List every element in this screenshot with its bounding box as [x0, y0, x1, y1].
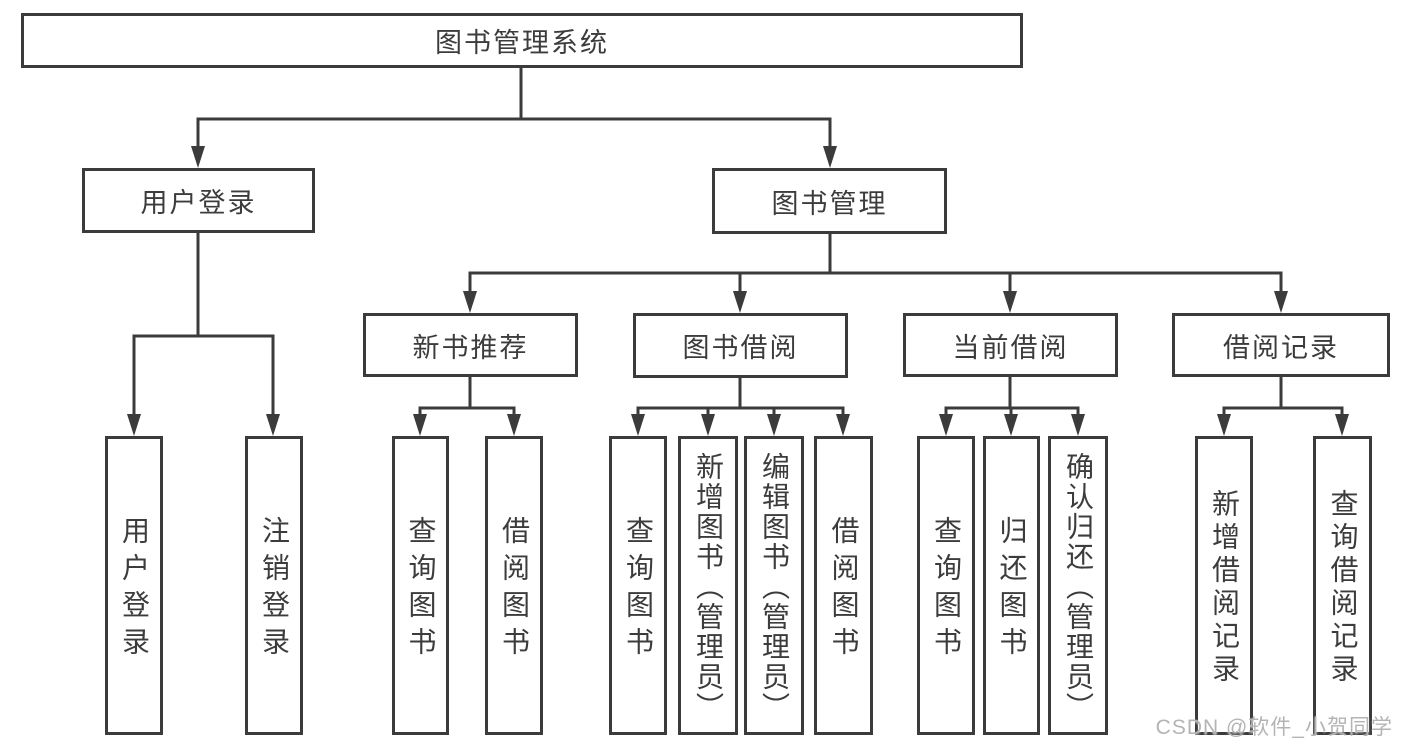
leaf-return-books-label: 归还图书: [996, 516, 1028, 664]
arrow-down-icon: [413, 414, 427, 436]
leaf-borrow-books-1: 借阅图书: [485, 436, 543, 735]
node-borrowing-records: 借阅记录: [1172, 313, 1390, 377]
arrow-down-icon: [1217, 414, 1231, 436]
node-new-book-recommend: 新书推荐: [363, 313, 578, 377]
leaf-return-books: 归还图书: [983, 436, 1040, 735]
node-book-borrowing-label: 图书借阅: [682, 333, 799, 363]
node-new-book-recommend-label: 新书推荐: [412, 332, 529, 363]
arrow-down-icon: [823, 146, 837, 168]
arrow-down-icon: [733, 291, 747, 313]
leaf-logout: 注销登录: [245, 436, 303, 735]
leaf-query-books-3-label: 查询图书: [931, 516, 962, 664]
arrow-down-icon: [266, 414, 280, 436]
leaf-query-books-2: 查询图书: [609, 436, 667, 735]
edge-bookmgmt-split: [468, 271, 1283, 295]
arrow-down-icon: [507, 414, 521, 436]
csdn-watermark: CSDN @软件_小贺同学: [1155, 716, 1393, 739]
node-user-login: 用户登录: [82, 168, 315, 233]
arrow-down-icon: [191, 146, 205, 168]
arrow-down-icon: [631, 414, 645, 436]
leaf-add-books-admin-label: 新增图书（管理员）: [693, 451, 724, 722]
leaf-borrow-books-2: 借阅图书: [814, 436, 873, 735]
arrow-down-icon: [701, 414, 715, 436]
arrow-down-icon: [767, 414, 781, 436]
leaf-confirm-return-admin: 确认归还（管理员）: [1048, 436, 1108, 735]
node-borrowing-records-label: 借阅记录: [1223, 332, 1339, 363]
arrow-down-icon: [1003, 291, 1017, 313]
arrow-down-icon: [1071, 414, 1085, 436]
leaf-add-books-admin: 新增图书（管理员）: [678, 436, 738, 735]
arrow-down-icon: [127, 414, 141, 436]
edge-root-split: [196, 117, 832, 150]
arrow-down-icon: [939, 414, 953, 436]
edge-newbookrec-split: [418, 406, 516, 416]
node-book-management: 图书管理: [712, 168, 947, 234]
node-root-label: 图书管理系统: [435, 28, 609, 58]
edge-lines: [132, 66, 1344, 418]
arrowheads: [127, 146, 1349, 436]
node-book-borrowing: 图书借阅: [633, 313, 848, 378]
leaf-borrow-books-2-label: 借阅图书: [828, 516, 860, 664]
node-user-login-label: 用户登录: [140, 188, 257, 218]
leaf-query-books-1: 查询图书: [392, 436, 449, 735]
node-book-management-label: 图书管理: [771, 188, 888, 219]
leaf-logout-label: 注销登录: [259, 516, 290, 664]
edge-borrowrecord-split: [1222, 406, 1344, 416]
edge-bookborrow-split: [636, 406, 845, 416]
arrow-down-icon: [1335, 414, 1349, 436]
leaf-query-books-1-label: 查询图书: [405, 516, 437, 664]
node-root: 图书管理系统: [21, 13, 1023, 68]
leaf-add-borrow-record-label: 新增借阅记录: [1209, 489, 1240, 687]
leaf-borrow-books-1-label: 借阅图书: [499, 516, 530, 664]
leaf-add-borrow-record: 新增借阅记录: [1195, 436, 1253, 735]
leaf-query-borrow-record-label: 查询借阅记录: [1327, 489, 1359, 687]
leaf-user-login-label: 用户登录: [119, 516, 150, 664]
edge-userlogin-split: [132, 334, 275, 418]
leaf-edit-books-admin-label: 编辑图书（管理员）: [759, 451, 790, 722]
leaf-query-books-2-label: 查询图书: [623, 516, 654, 664]
arrow-down-icon: [463, 291, 477, 313]
node-current-borrowing-label: 当前借阅: [952, 332, 1069, 363]
arrow-down-icon: [1274, 291, 1288, 313]
leaf-query-borrow-record: 查询借阅记录: [1313, 436, 1372, 735]
leaf-query-books-3: 查询图书: [917, 436, 975, 735]
leaf-edit-books-admin: 编辑图书（管理员）: [744, 436, 804, 735]
node-current-borrowing: 当前借阅: [903, 313, 1118, 377]
arrow-down-icon: [1004, 414, 1018, 436]
leaf-user-login: 用户登录: [105, 436, 163, 735]
leaf-confirm-return-admin-label: 确认归还（管理员）: [1063, 451, 1094, 722]
arrow-down-icon: [836, 414, 850, 436]
